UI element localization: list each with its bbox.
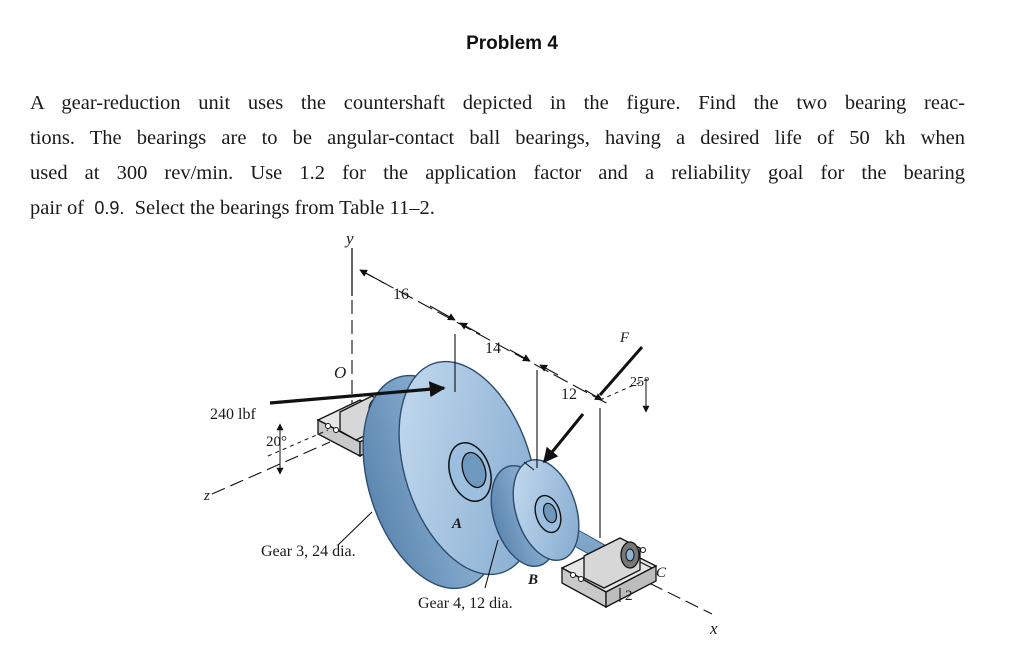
force-240-arrow (269, 381, 446, 405)
dim-12-label: 12 (561, 386, 577, 403)
dim-14-end (509, 349, 531, 362)
gear4-leader (484, 539, 499, 589)
dim-12-end (584, 389, 603, 401)
angle-20-label: 20° (266, 434, 287, 450)
angle-25-label: 25° (630, 375, 650, 390)
force-f-upper (598, 346, 644, 396)
dim-14-label: 14 (485, 340, 501, 357)
force-f-label: F (619, 330, 630, 346)
gear-4 (490, 458, 580, 568)
bearing-c (560, 537, 658, 609)
statement-line-4a: pair of (30, 197, 85, 219)
x-axis-label: x (709, 619, 718, 638)
dim-16-start (359, 269, 385, 284)
dim-16-end (429, 305, 456, 321)
ext-gear4-tick (523, 461, 535, 471)
reliability-value: 0.9. (94, 198, 125, 218)
z-axis-line (211, 441, 331, 495)
angle-25-ref (599, 377, 651, 401)
c-leader (639, 561, 653, 569)
point-a-label: A (451, 516, 462, 532)
dim-12-start (539, 364, 559, 376)
gear3-leader (337, 511, 373, 546)
point-b-label: B (527, 572, 538, 588)
statement-line-4: pair of 0.9. Select the bearings from Ta… (30, 191, 965, 226)
statement-line-2: tions. The bearings are to be angular-co… (30, 127, 965, 149)
dim-2-label: 2 (625, 588, 633, 604)
problem-title: Problem 4 (466, 33, 558, 54)
dim-16-label: 16 (393, 286, 409, 303)
statement-line-1: A gear-reduction unit uses the countersh… (30, 92, 965, 114)
statement-line-3: used at 300 rev/min. Use 1.2 for the app… (30, 162, 965, 184)
gear3-label: Gear 3, 24 dia. (261, 543, 356, 560)
dimension-line (359, 269, 611, 406)
statement-line-4b: Select the bearings from Table 11–2. (134, 197, 435, 219)
point-c-label: C (656, 565, 667, 581)
z-axis-label: z (203, 488, 210, 504)
dim-14-start (459, 322, 481, 335)
force-f-arrow (542, 413, 585, 464)
force-240-label: 240 lbf (210, 406, 256, 423)
problem-statement: A gear-reduction unit uses the countersh… (30, 86, 965, 226)
origin-label: O (334, 363, 346, 382)
y-axis-label: y (344, 229, 354, 248)
gear4-label: Gear 4, 12 dia. (418, 595, 513, 612)
